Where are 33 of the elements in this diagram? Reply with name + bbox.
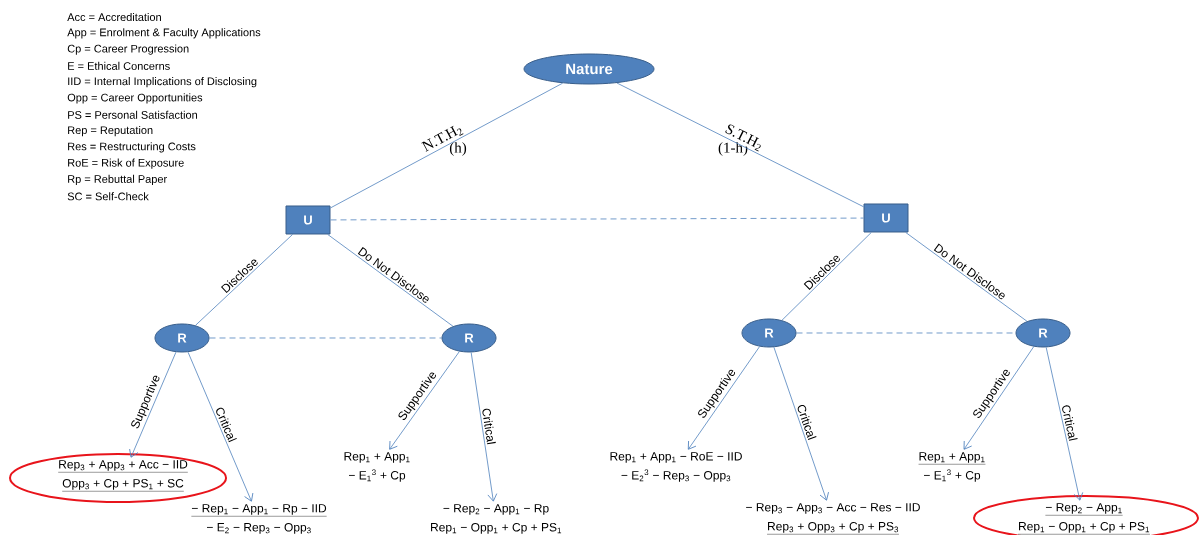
key-text: Rp = Rebuttal Paper — [68, 174, 167, 186]
key-text: PS = Personal Satisfaction — [68, 110, 197, 119]
arrow — [129, 351, 177, 458]
payoff-text: − Rep$_{3}$ − App$_{3}$ − Acc − Res − IID Rep$_{3}$ + Opp$_{3}$ + Cp + PS$_{3}$ — [746, 503, 920, 535]
decision-square: U — [863, 203, 909, 233]
payoff-text: Rep$_{3}$ + App$_{3}$ + Acc − IID Opp$_{3}$ + Cp + PS$_{1}$ + SC — [58, 460, 189, 492]
payoff-text: Rep$_{1}$ + App$_{1}$ − E$_{1}$$^{3}$ + Cp — [344, 452, 410, 482]
key-text: SC = Self-Check — [67, 192, 149, 201]
arrow — [1045, 347, 1084, 501]
key-text: Cp = Career Progression — [67, 44, 189, 55]
key-text: E = Ethical Concerns — [68, 61, 170, 70]
arrow — [963, 346, 1035, 450]
edge-label: Critical — [480, 406, 498, 447]
key-text: Rep = Reputation — [68, 125, 153, 137]
key-text: Res = Restructuring Costs — [68, 142, 196, 153]
payoff-text: Rep$_{1}$ + App$_{1}$ − E$_{1}$$^{3}$ + Cp — [918, 452, 986, 482]
edge-label: Critical — [795, 401, 818, 442]
arrow — [687, 346, 760, 450]
arrow — [389, 351, 460, 450]
payoff-text: − Rep$_{1}$ − App$_{1}$ − Rp − IID − E$_{2}$ − Rep$_{3}$ − Opp$_{3}$ — [191, 504, 327, 534]
arrow — [773, 346, 829, 501]
decision-square: U — [285, 205, 331, 235]
payoff-text: − Rep$_{2}$ − App$_{1}$ Rep$_{1}$ − Opp$_{1}$ + Cp + PS$_{1}$ — [1017, 503, 1151, 535]
arrow — [187, 351, 254, 502]
key-text: IID = Internal Implications of Disclosing — [68, 77, 257, 88]
key-text: Opp = Career Opportunities — [67, 93, 203, 104]
edge-label: Critical — [1060, 402, 1079, 443]
key-text: Acc = Accreditation — [67, 12, 161, 22]
key-text: App = Enrolment & Faculty Applications — [67, 28, 261, 39]
arrow — [470, 352, 498, 502]
payoff-text: Rep$_{1}$ + App$_{1}$ − RoE − IID − E$_{2}$$^{3}$ − Rep$_{3}$ − Opp$_{3}$ — [610, 452, 742, 482]
payoff-text: − Rep$_{2}$ − App$_{1}$ − Rp Rep$_{1}$ − Opp$_{1}$ + Cp + PS$_{1}$ — [431, 504, 562, 534]
key-text: RoE = Risk of Exposure — [68, 158, 184, 169]
